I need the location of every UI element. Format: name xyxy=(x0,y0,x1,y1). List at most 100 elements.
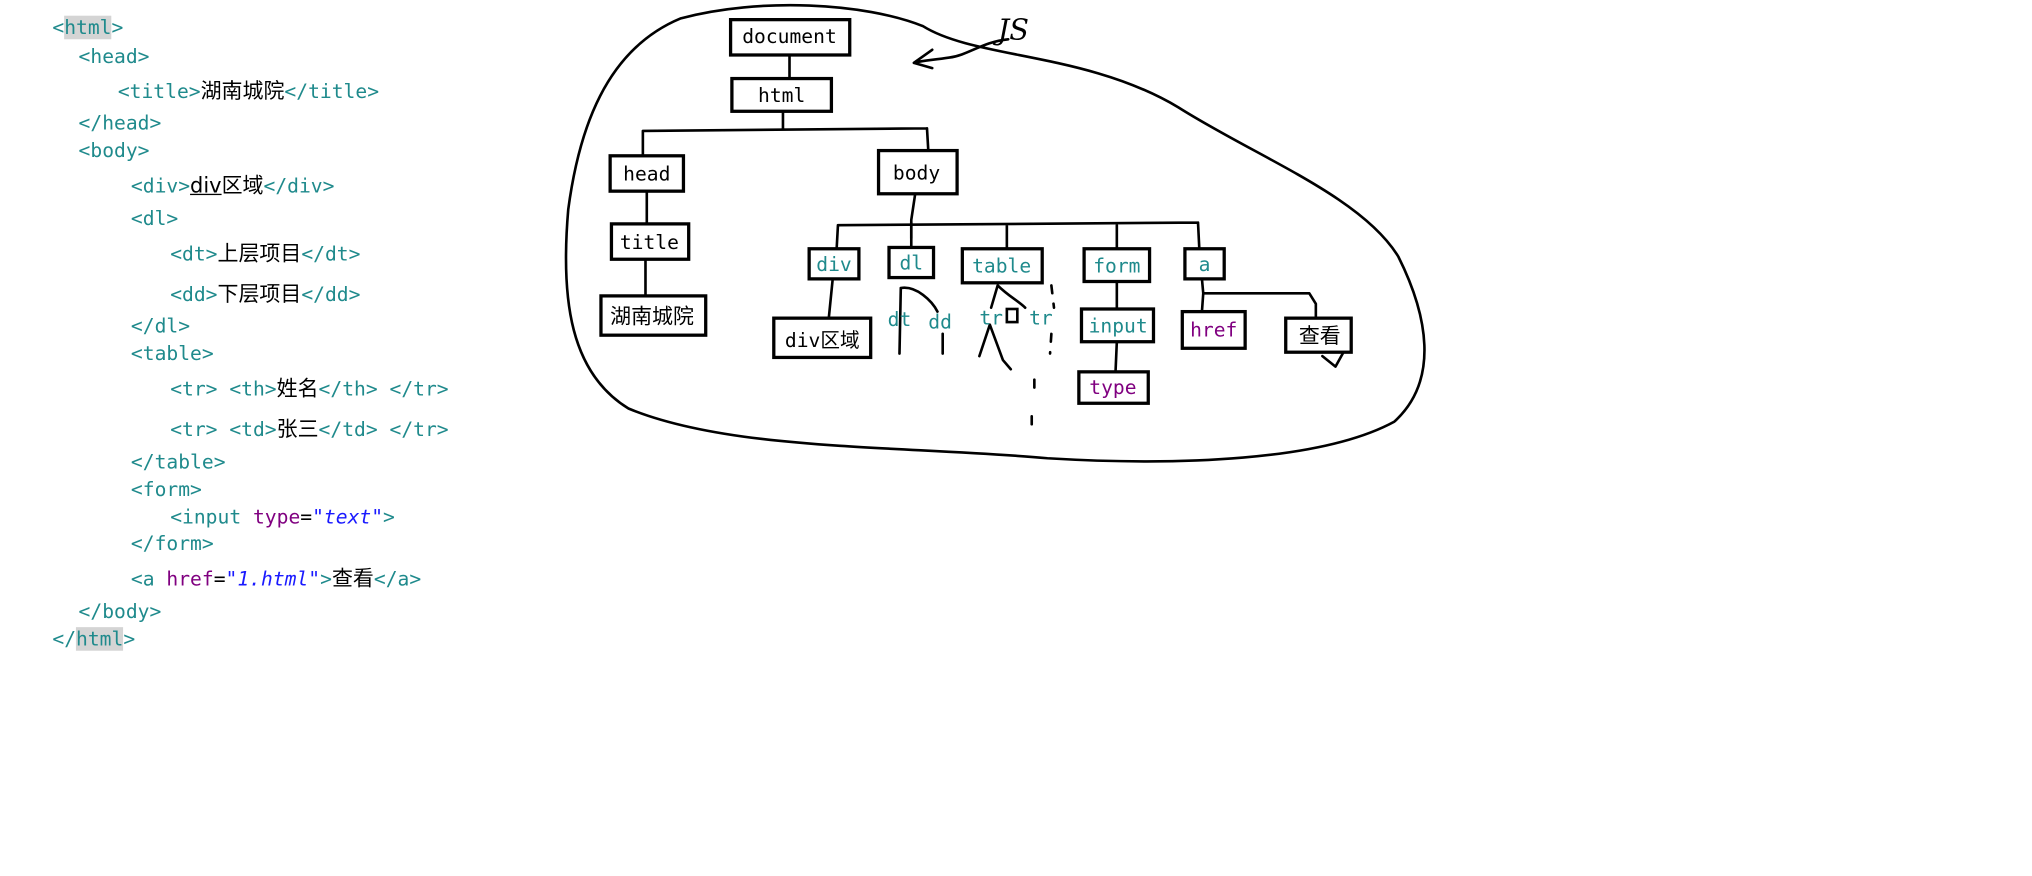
code-token: </th> </tr> xyxy=(318,377,449,401)
scribble-mark xyxy=(1005,307,1019,324)
svg-text:div区域: div区域 xyxy=(785,329,860,352)
code-line: <html> xyxy=(52,15,124,40)
code-line: <tr> <td>张三</td> </tr> xyxy=(170,417,448,442)
code-line: <table> xyxy=(131,342,214,366)
code-token: <tr> <th> xyxy=(170,377,277,401)
code-token: > xyxy=(383,505,395,529)
code-token: </ xyxy=(52,627,77,651)
code-line: <dl> xyxy=(131,207,178,231)
code-token: 上层项目 xyxy=(217,240,302,266)
code-token: </dd> xyxy=(301,282,361,307)
code-line: <dt>上层项目</dt> xyxy=(170,242,360,266)
svg-text:dl: dl xyxy=(899,252,923,275)
code-token: href xyxy=(166,566,214,591)
code-line: <div>div区域</div> xyxy=(130,172,335,198)
code-token: 姓名 xyxy=(276,375,319,401)
code-token: < xyxy=(52,15,65,40)
code-line: </html> xyxy=(52,627,135,651)
code-line: <body> xyxy=(79,139,150,163)
svg-text:table: table xyxy=(972,254,1031,277)
code-token: </dt> xyxy=(301,242,361,266)
svg-text:type: type xyxy=(1089,376,1136,399)
code-token: type xyxy=(252,505,301,529)
node-dl: dl xyxy=(887,245,936,280)
code-token: <table> xyxy=(130,341,214,366)
node-a-text: 查看 xyxy=(1284,316,1353,354)
code-line: </form> xyxy=(131,532,214,556)
code-line: </body> xyxy=(79,600,162,624)
code-token: html xyxy=(76,627,124,651)
code-token: </form> xyxy=(130,531,214,556)
code-token: <form> xyxy=(130,477,202,502)
node-div-text: div区域 xyxy=(772,316,873,360)
code-token: 下层项目 xyxy=(217,281,302,307)
code-token: </title> xyxy=(284,79,380,104)
code-token: </a> xyxy=(373,566,422,591)
code-token: = xyxy=(213,566,226,591)
js-annotation: JS xyxy=(993,12,1029,46)
code-token: 湖南城院 xyxy=(200,78,285,104)
svg-text:input: input xyxy=(1089,315,1148,338)
enclosing-loop xyxy=(564,3,1426,463)
code-token: </body> xyxy=(78,599,162,624)
svg-text:body: body xyxy=(893,161,940,184)
svg-text:div: div xyxy=(816,253,851,276)
code-line: </head> xyxy=(79,111,162,135)
code-line: <form> xyxy=(131,478,202,502)
node-title-text: 湖南城院 xyxy=(599,294,708,337)
code-line: <title>湖南城院</title> xyxy=(117,78,380,104)
code-token: </head> xyxy=(78,111,162,135)
svg-text:href: href xyxy=(1190,318,1237,341)
node-tr-1: tr xyxy=(979,307,1003,330)
node-body: body xyxy=(876,148,959,196)
code-token: <dl> xyxy=(130,206,179,231)
code-token: <a xyxy=(130,566,167,591)
node-document: document xyxy=(728,18,852,57)
code-token: 区域 xyxy=(221,172,264,198)
code-token: > xyxy=(111,15,124,40)
node-input: input xyxy=(1079,307,1156,344)
node-href: href xyxy=(1180,309,1247,350)
code-token: <title> xyxy=(117,79,201,104)
code-token: </table> xyxy=(130,450,226,474)
svg-text:a: a xyxy=(1199,253,1211,276)
code-line: </table> xyxy=(131,450,226,474)
svg-text:document: document xyxy=(742,25,837,48)
node-table: table xyxy=(960,247,1044,285)
code-token: "text" xyxy=(312,505,384,529)
code-token: <input xyxy=(170,505,253,529)
code-token: <head> xyxy=(78,44,150,69)
js-arrow xyxy=(912,37,1010,70)
node-tr-2: tr xyxy=(1029,307,1053,330)
node-a: a xyxy=(1183,247,1226,281)
node-type: type xyxy=(1077,370,1150,405)
code-token: </div> xyxy=(263,174,335,198)
node-form: form xyxy=(1082,247,1152,284)
code-token: <dd> xyxy=(170,282,218,307)
svg-text:head: head xyxy=(623,163,670,186)
code-line: </dl> xyxy=(131,314,190,338)
code-token: <body> xyxy=(78,138,150,163)
node-div: div xyxy=(807,247,861,281)
code-line: <head> xyxy=(79,45,150,69)
svg-text:html: html xyxy=(758,84,805,107)
code-token: 查看 xyxy=(331,565,374,591)
code-token: <dt> xyxy=(170,242,218,266)
node-title: title xyxy=(609,222,691,261)
node-dd: dd xyxy=(928,311,952,334)
code-token: > xyxy=(123,627,136,651)
code-token: "1.html" xyxy=(225,566,321,591)
code-token: div xyxy=(190,172,222,198)
svg-text:湖南城院: 湖南城院 xyxy=(610,304,694,328)
code-token: <tr> <td> xyxy=(170,417,277,442)
code-token: > xyxy=(320,566,332,591)
tree-connectors xyxy=(641,53,1350,427)
code-line: <a href="1.html">查看</a> xyxy=(130,565,422,591)
node-dt: dt xyxy=(888,308,912,331)
code-token: <div> xyxy=(130,174,191,198)
code-line: <input type="text"> xyxy=(170,505,395,529)
code-token: = xyxy=(300,505,313,529)
code-token: html xyxy=(64,15,112,40)
